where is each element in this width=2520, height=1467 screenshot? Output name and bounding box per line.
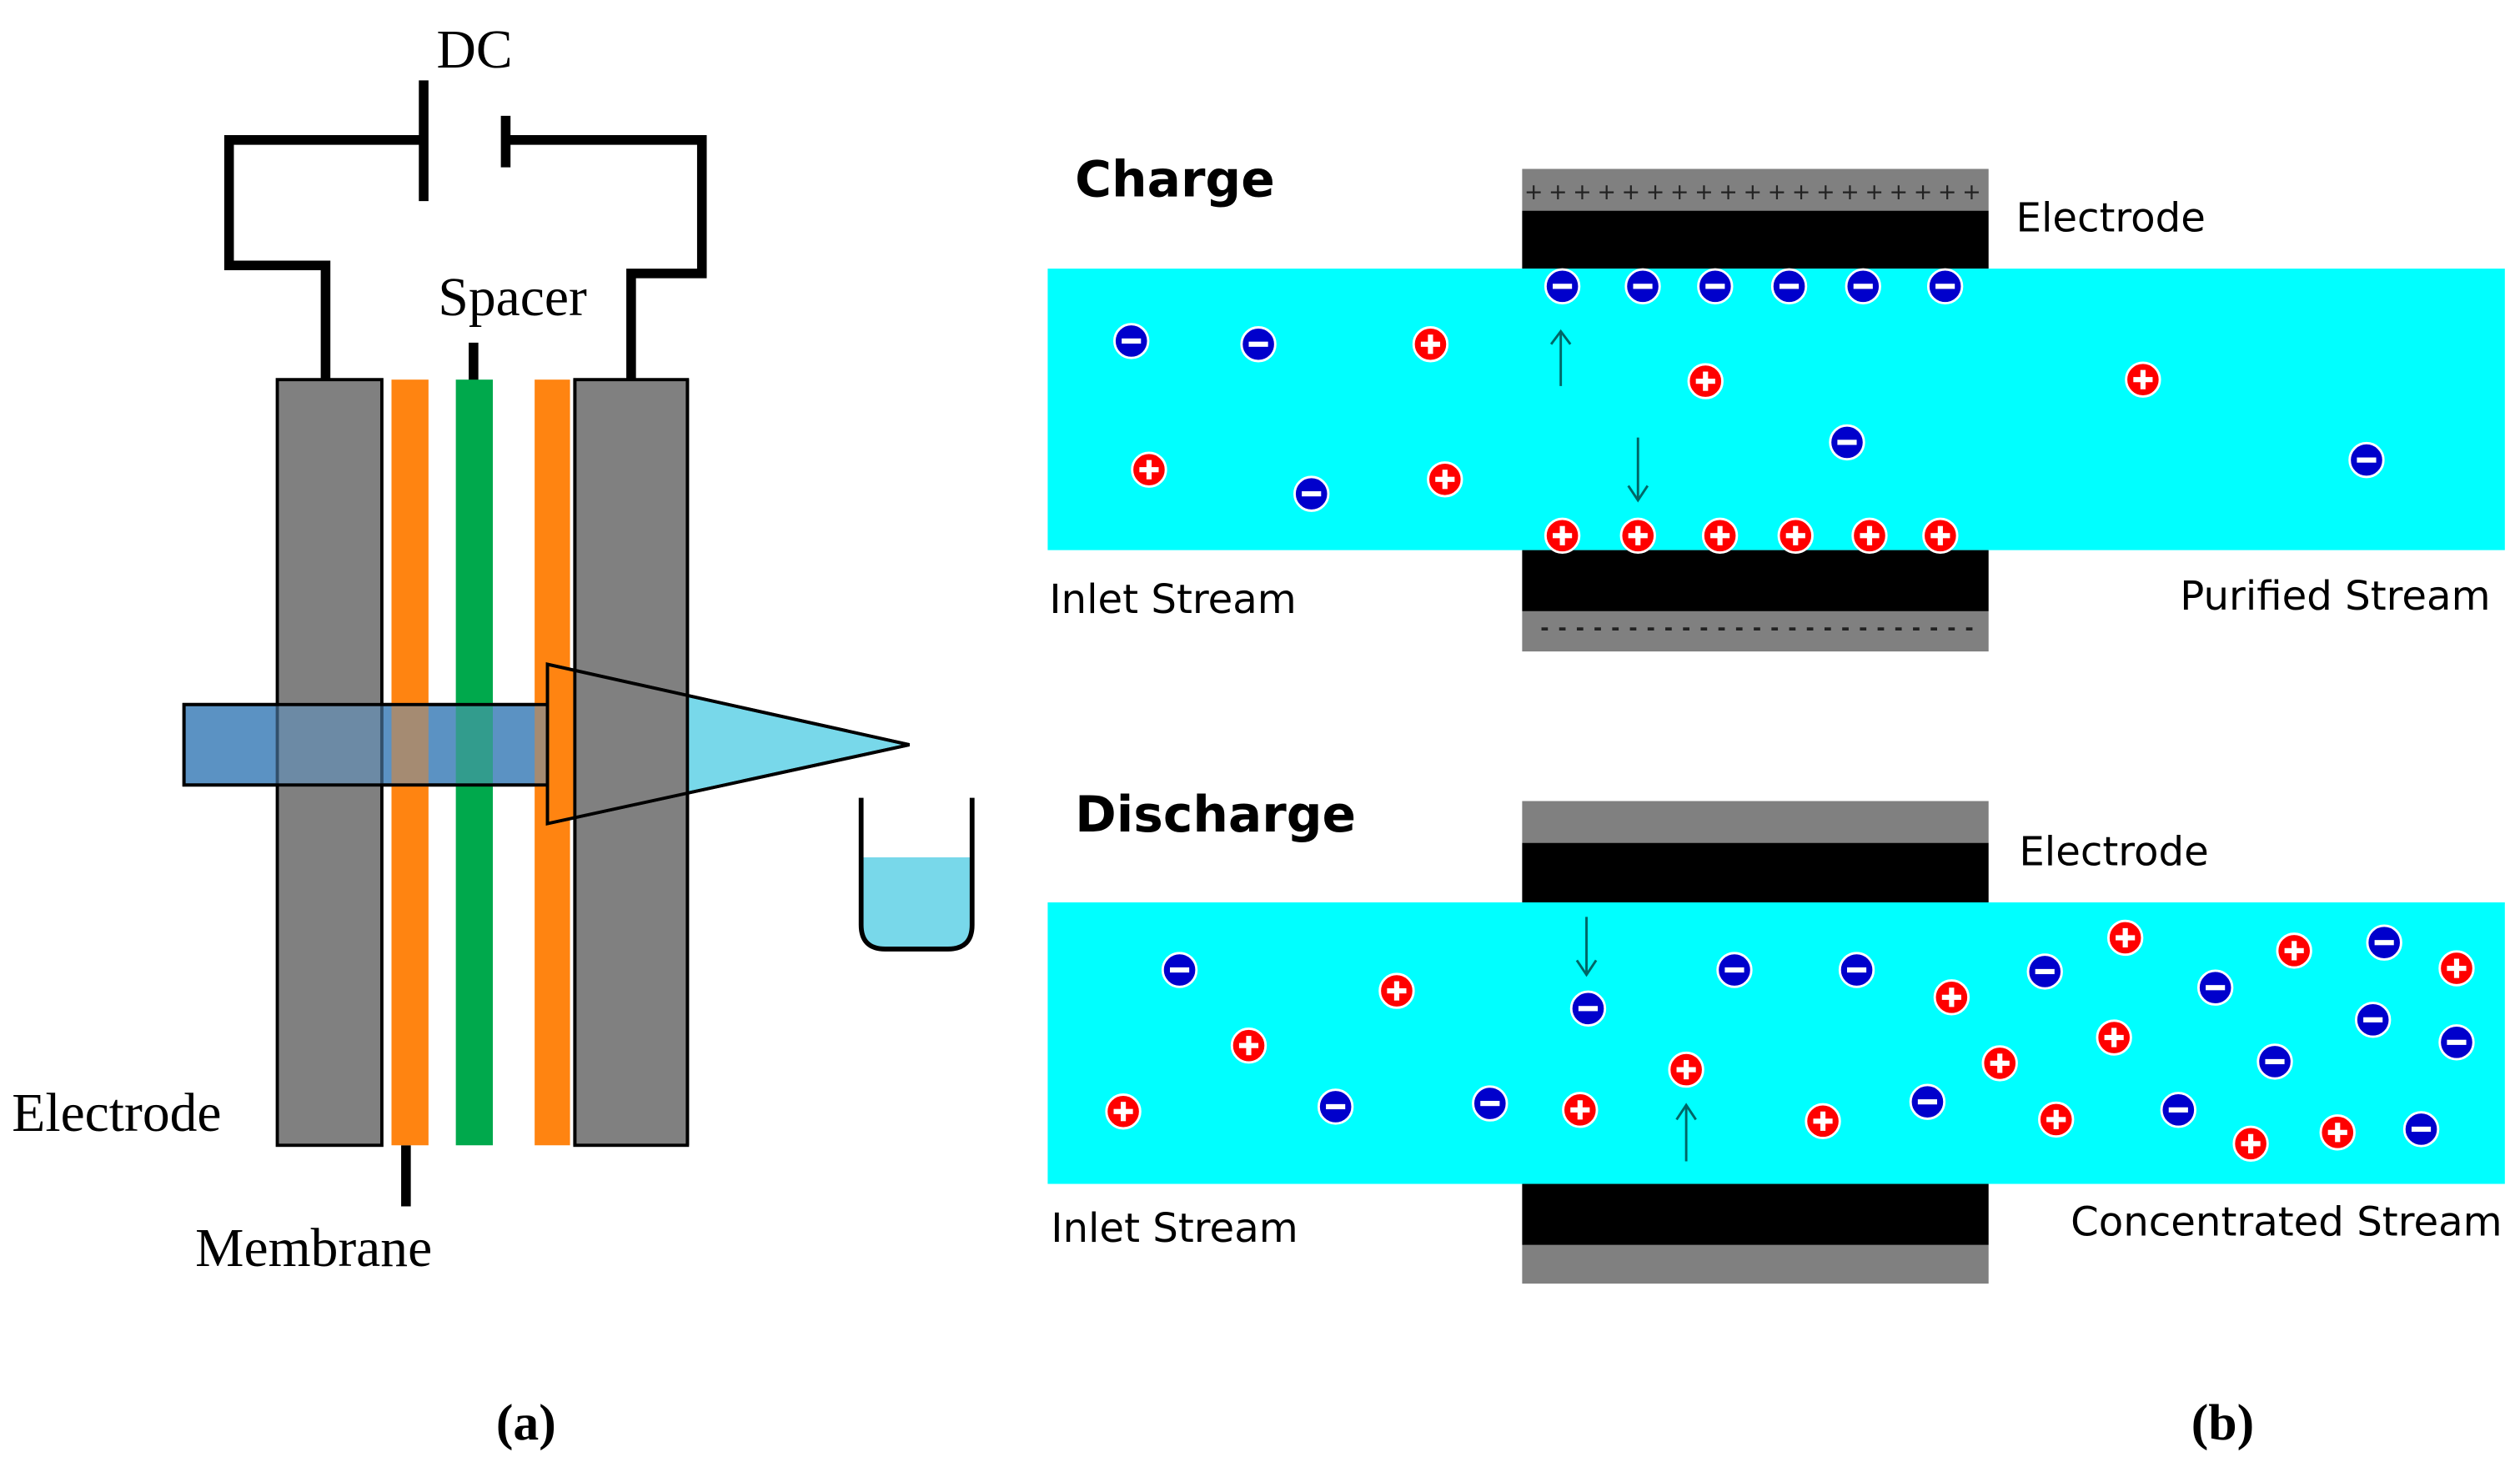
anion-icon [1569, 990, 1607, 1027]
cation-icon [2125, 361, 2161, 398]
cation-icon [1105, 1093, 1142, 1130]
membrane-label: Membrane [195, 1218, 432, 1279]
caption-b: (b) [2191, 1394, 2254, 1451]
cation-icon [1701, 517, 1739, 554]
charge-top-collector [1522, 168, 1989, 211]
cation-icon [2319, 1114, 2356, 1151]
anion-icon [2438, 1024, 2475, 1061]
beaker-icon [858, 797, 975, 952]
anion-icon [1624, 268, 1661, 305]
cation-icon [1668, 1051, 1704, 1088]
cation-icon [1544, 517, 1581, 554]
charge-channel [1047, 269, 2505, 550]
cation-icon [2038, 1101, 2075, 1138]
charge-diagram: Charge +++++++++++++++++++ Electrode Inl… [1047, 151, 2505, 652]
cation-icon [2096, 1019, 2132, 1056]
charge-top-electrode [1522, 210, 1989, 269]
cation-icon [1687, 363, 1724, 399]
anion-icon [1113, 323, 1150, 359]
discharge-top-collector [1522, 801, 1989, 843]
anion-icon [1926, 268, 1964, 305]
discharge-bottom-collector [1522, 1244, 1989, 1284]
cation-icon [1378, 972, 1415, 1009]
anion-icon [1293, 475, 1330, 512]
discharge-electrode-label: Electrode [2019, 829, 2208, 876]
cation-icon [1922, 517, 1959, 554]
charge-migration-arrows [1549, 329, 1649, 503]
anion-icon [1317, 1088, 1354, 1125]
anion-icon [1909, 1083, 1946, 1120]
anion-icon [1716, 952, 1753, 988]
spacer-label: Spacer [438, 268, 587, 328]
cation-icon [1805, 1103, 1841, 1140]
cation-icon [1412, 326, 1449, 363]
cation-icon [2276, 932, 2312, 969]
cation-icon [1562, 1092, 1599, 1128]
charge-top-plus-signs: +++++++++++++++++++ [1524, 179, 1986, 205]
dc-circuit [223, 80, 707, 1207]
discharge-bottom-electrode [1522, 1183, 1989, 1245]
anion-icon [1161, 952, 1198, 988]
cation-icon [2232, 1125, 2269, 1163]
discharge-inlet-label: Inlet Stream [1051, 1205, 1298, 1252]
anion-icon [1770, 268, 1808, 305]
anion-icon [1829, 424, 1865, 461]
anion-icon [1697, 268, 1734, 305]
cation-icon [1230, 1027, 1268, 1064]
anion-icon [1838, 952, 1875, 988]
discharge-diagram: Discharge Electrode Inlet Stream Concent… [1047, 786, 2505, 1284]
cation-icon [1933, 979, 1970, 1016]
cation-icon [1427, 461, 1463, 498]
discharge-title: Discharge [1075, 786, 1356, 844]
cation-icon [1981, 1045, 2018, 1082]
panel-a: DC Spacer Electrode Membrane (a) [12, 20, 975, 1451]
charge-bottom-collector [1522, 610, 1989, 652]
charge-title: Charge [1075, 151, 1275, 208]
anion-icon [2354, 1002, 2392, 1038]
caption-a: (a) [496, 1394, 556, 1451]
charge-outlet-label: Purified Stream [2180, 573, 2490, 620]
cation-icon [1619, 517, 1656, 554]
charge-inlet-label: Inlet Stream [1049, 576, 1296, 623]
anion-icon [2196, 969, 2234, 1006]
electrode-label: Electrode [12, 1083, 221, 1143]
anion-icon [1240, 326, 1277, 363]
anion-icon [1544, 268, 1581, 305]
anion-icon [2348, 441, 2385, 479]
anion-icon [2402, 1111, 2440, 1148]
cation-icon [1131, 451, 1167, 488]
anion-icon [2160, 1092, 2197, 1128]
cation-icon [2438, 950, 2475, 987]
inlet-flow-overlay [182, 702, 556, 787]
charge-electrode-label: Electrode [2016, 195, 2206, 242]
anion-icon [2256, 1043, 2293, 1080]
discharge-outlet-label: Concentrated Stream [2071, 1198, 2502, 1245]
anion-icon [1472, 1085, 1508, 1122]
charge-bottom-electrode [1522, 550, 1989, 611]
discharge-release-arrows [1575, 917, 1697, 1162]
anion-icon [1845, 268, 1881, 305]
anion-icon [2026, 953, 2063, 990]
cation-icon [1851, 517, 1888, 554]
dc-label: DC [436, 20, 512, 80]
cation-icon [1777, 517, 1814, 554]
anion-icon [2366, 924, 2402, 961]
cation-icon [2106, 919, 2144, 957]
discharge-top-electrode [1522, 842, 1989, 903]
